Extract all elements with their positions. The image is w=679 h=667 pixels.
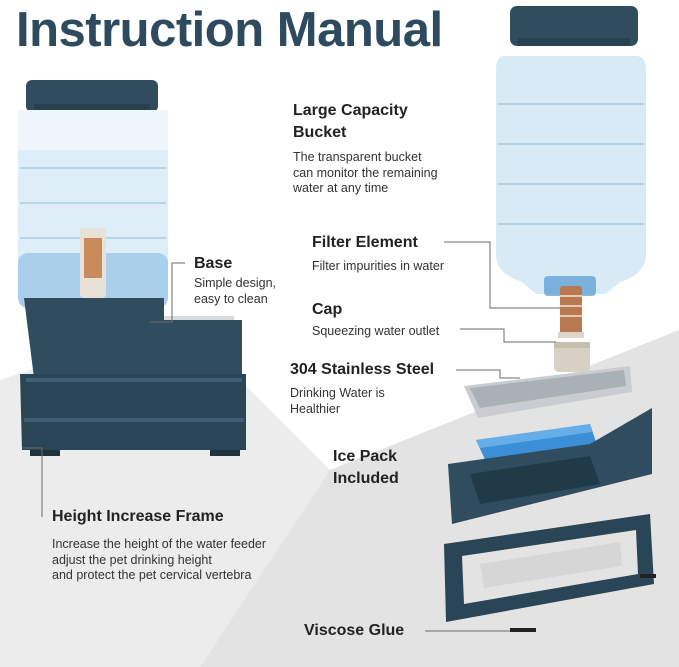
label-ice-pack: Ice Pack Included: [333, 448, 399, 487]
page-title: Instruction Manual: [16, 3, 443, 57]
desc-stainless-steel: Drinking Water is Healthier: [290, 386, 385, 416]
label-filter-element: Filter Element: [312, 234, 418, 251]
desc-large-capacity-bucket: The transparent bucket can monitor the r…: [293, 150, 438, 195]
label-large-capacity-bucket: Large Capacity Bucket: [293, 102, 408, 141]
desc-base: Simple design, easy to clean: [194, 276, 276, 306]
assembled-feeder-image: [18, 80, 246, 456]
desc-height-increase-frame: Increase the height of the water feeder …: [52, 537, 267, 582]
desc-cap: Squeezing water outlet: [312, 324, 440, 338]
desc-filter-element: Filter impurities in water: [312, 259, 444, 273]
label-cap: Cap: [312, 301, 343, 318]
label-height-increase-frame: Height Increase Frame: [52, 508, 224, 525]
label-viscose-glue: Viscose Glue: [304, 622, 405, 639]
label-stainless-steel: 304 Stainless Steel: [290, 361, 435, 378]
exploded-parts-image: [444, 6, 656, 632]
label-base: Base: [194, 255, 233, 272]
